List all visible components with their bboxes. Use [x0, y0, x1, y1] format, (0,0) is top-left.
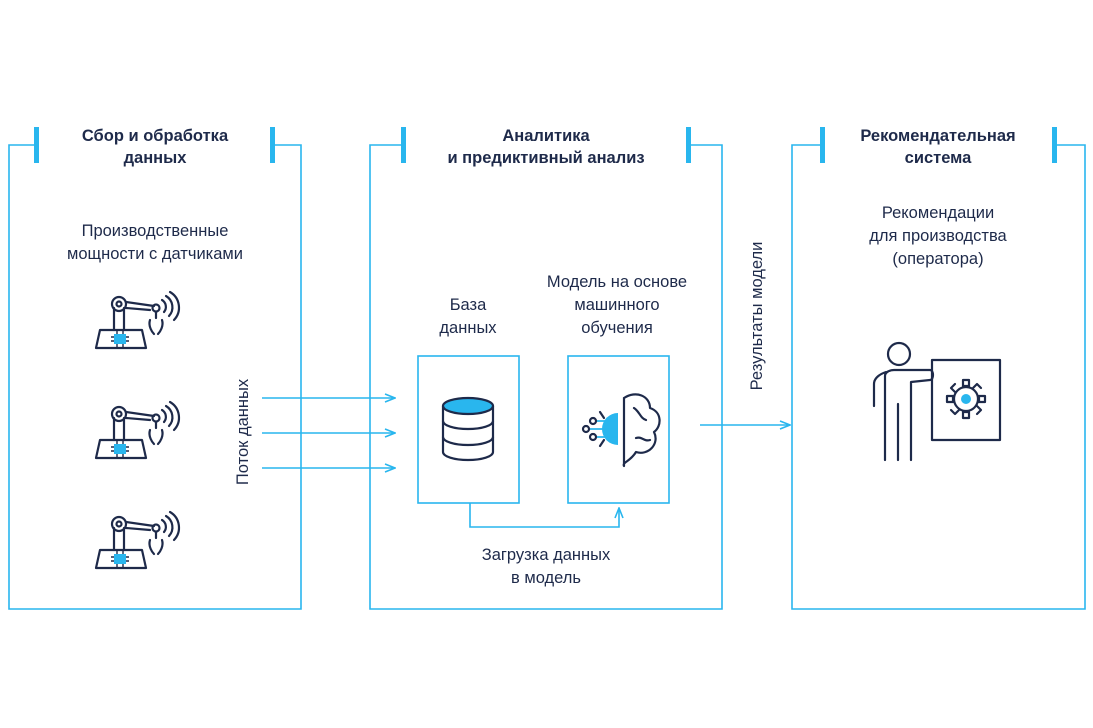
results-label: Результаты модели [748, 242, 766, 391]
recommendations-label-line3: (оператора) [892, 250, 983, 268]
panel-analytics: Аналитика и предиктивный анализ База дан… [369, 127, 723, 610]
load-label-line1: Загрузка данных [482, 546, 611, 564]
presenter-gear-icon [872, 341, 1002, 462]
panel-1-title-line2: данных [124, 149, 188, 167]
panel-1-title-line1: Сбор и обработка [82, 127, 229, 145]
panel-2-title-line2: и предиктивный анализ [447, 149, 644, 167]
robot-arm-icon [94, 510, 181, 570]
database-label-line2: данных [439, 319, 497, 337]
panel-1-border [8, 144, 302, 610]
flow-label: Поток данных [234, 378, 252, 485]
recommendations-label-line2: для производства [869, 227, 1007, 245]
panel-3-right-bracket [1052, 127, 1057, 163]
panel-2-left-bracket [401, 127, 406, 163]
ml-model-box [567, 355, 670, 504]
robot-arm-icon [94, 290, 181, 350]
panel-3-title-line2: система [905, 149, 973, 167]
ml-model-label-line3: обучения [581, 319, 653, 337]
ml-model-label-line2: машинного [574, 296, 659, 314]
database-icon [441, 396, 495, 462]
panel-2-title-line1: Аналитика [502, 127, 590, 145]
panel-2-right-bracket [686, 127, 691, 163]
brain-icon [581, 393, 661, 468]
panel-3-title-line1: Рекомендательная [860, 127, 1015, 145]
ml-model-label-line1: Модель на основе [547, 273, 687, 291]
database-label-line1: База [450, 296, 487, 314]
panel-recommendations: Рекомендательная система Рекомендации дл… [791, 127, 1086, 610]
source-label-line2: мощности с датчиками [67, 245, 243, 263]
recommendations-label-line1: Рекомендации [882, 204, 994, 222]
panel-data-collection: Сбор и обработка данных Производственные… [8, 127, 302, 610]
source-label-line1: Производственные [82, 222, 229, 240]
panel-3-border [791, 144, 1086, 610]
panel-1-left-bracket [34, 127, 39, 163]
panel-2-border [369, 144, 723, 610]
panel-3-left-bracket [820, 127, 825, 163]
load-label-line2: в модель [511, 569, 581, 587]
database-box [417, 355, 520, 504]
robot-arm-icon [94, 400, 181, 460]
panel-1-right-bracket [270, 127, 275, 163]
load-arrow [469, 503, 619, 528]
